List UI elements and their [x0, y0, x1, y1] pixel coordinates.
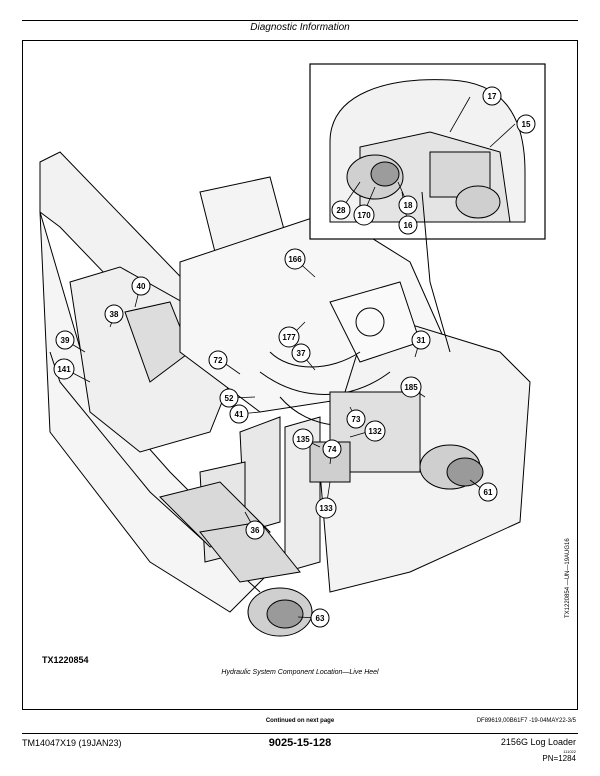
footer-tiny-code: 111022 [563, 749, 576, 754]
figure-side-code: TX1220854 —UN—19AUG16 [565, 538, 571, 618]
callout-135: 135 [292, 428, 314, 450]
svg-text:17: 17 [488, 92, 497, 101]
svg-text:16: 16 [404, 221, 413, 230]
svg-text:166: 166 [288, 255, 302, 264]
svg-text:170: 170 [357, 211, 371, 220]
svg-text:39: 39 [61, 336, 70, 345]
callout-38: 38 [104, 304, 124, 324]
callout-41: 41 [229, 404, 249, 424]
svg-text:132: 132 [368, 427, 382, 436]
callout-177: 177 [278, 326, 300, 348]
page-header-title: Diagnostic Information [250, 22, 350, 33]
svg-text:40: 40 [137, 282, 146, 291]
svg-text:31: 31 [417, 336, 426, 345]
callout-170: 170 [353, 204, 375, 226]
callout-39: 39 [55, 330, 75, 350]
callout-15: 15 [516, 114, 536, 134]
svg-text:37: 37 [297, 349, 306, 358]
callout-185: 185 [400, 376, 422, 398]
svg-text:72: 72 [214, 356, 223, 365]
callout-61: 61 [478, 482, 498, 502]
model-name: 2156G Log Loader [500, 737, 576, 747]
svg-text:41: 41 [235, 410, 244, 419]
svg-text:28: 28 [337, 206, 346, 215]
callout-74: 74 [322, 439, 342, 459]
svg-text:177: 177 [282, 333, 296, 342]
callout-132: 132 [364, 420, 386, 442]
svg-text:38: 38 [110, 310, 119, 319]
callout-72: 72 [208, 350, 228, 370]
svg-text:135: 135 [296, 435, 310, 444]
continued-note: Continued on next page [265, 718, 335, 724]
svg-text:185: 185 [404, 383, 418, 392]
callout-73: 73 [346, 409, 366, 429]
manual-id: TM14047X19 (19JAN23) [22, 738, 122, 748]
svg-text:73: 73 [352, 415, 361, 424]
svg-text:61: 61 [484, 488, 493, 497]
callout-63: 63 [310, 608, 330, 628]
svg-text:63: 63 [316, 614, 325, 623]
callout-31: 31 [411, 330, 431, 350]
figure-id-label: TX1220854 [42, 655, 89, 665]
callout-16: 16 [398, 215, 418, 235]
footer-rule [22, 733, 578, 734]
callout-40: 40 [131, 276, 151, 296]
pn-number: PN=1284 [542, 754, 576, 763]
svg-text:133: 133 [319, 504, 333, 513]
callout-17: 17 [482, 86, 502, 106]
svg-text:74: 74 [328, 445, 337, 454]
svg-text:15: 15 [522, 120, 531, 129]
page-number: 9025-15-128 [268, 737, 332, 749]
callout-166: 166 [284, 248, 306, 270]
figure-frame [22, 40, 578, 710]
svg-text:18: 18 [404, 201, 413, 210]
callout-37: 37 [291, 343, 311, 363]
svg-text:141: 141 [57, 365, 71, 374]
callout-18: 18 [398, 195, 418, 215]
figure-caption: Hydraulic System Component Location—Live… [221, 669, 379, 676]
callout-36: 36 [245, 520, 265, 540]
callout-52: 52 [219, 388, 239, 408]
document-reference: DF89619,00B61F7 -19-04MAY22-3/5 [476, 718, 576, 724]
header-rule [22, 20, 578, 21]
callout-133: 133 [315, 497, 337, 519]
callout-28: 28 [331, 200, 351, 220]
hydraulic-component-illustration: 17 15 28 170 18 16 166 40 38 39 177 141 … [39, 63, 546, 637]
svg-text:52: 52 [225, 394, 234, 403]
svg-text:36: 36 [251, 526, 260, 535]
callout-141: 141 [53, 358, 75, 380]
